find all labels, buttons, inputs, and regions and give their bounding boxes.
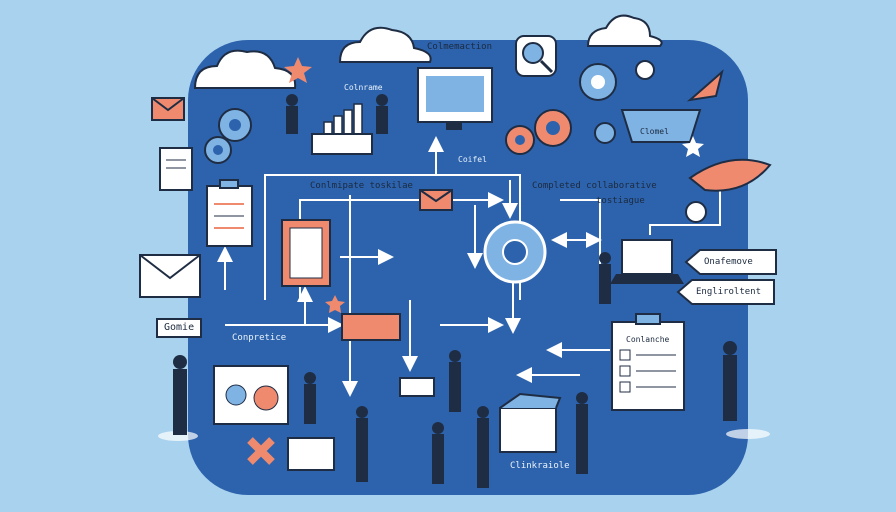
label-right-heading-line1: Completed collaborative xyxy=(532,181,657,191)
gear-icon xyxy=(483,220,547,284)
person-icon xyxy=(449,350,461,412)
label-top-left: Colnrame xyxy=(344,83,383,92)
magnifier-icon xyxy=(515,35,557,77)
person-icon xyxy=(304,372,316,424)
laptop-icon xyxy=(399,377,435,397)
person-icon xyxy=(286,94,298,134)
person-icon xyxy=(599,252,611,304)
clipboard-icon xyxy=(159,147,193,191)
label-right-heading-line2: tostiague xyxy=(596,196,645,206)
label-clipboard-right: Conlanche xyxy=(626,335,670,344)
clipboard-icon xyxy=(281,219,331,287)
tag-right-2: Engliroltent xyxy=(696,287,762,297)
star-icon xyxy=(284,57,312,83)
tag-right-1: Onafemove xyxy=(704,257,753,267)
gear-icon xyxy=(204,136,232,164)
pen-icon xyxy=(686,69,724,102)
label-center-small: Coifel xyxy=(458,155,487,164)
label-monitor-box: Clomel xyxy=(640,127,669,136)
tag-left: Gomie xyxy=(156,318,203,338)
gear-icon xyxy=(218,108,252,142)
person-icon xyxy=(173,355,187,435)
envelope-icon xyxy=(419,189,453,211)
star-icon xyxy=(325,295,345,313)
gear-icon xyxy=(635,60,655,80)
cloud-icon xyxy=(586,14,663,47)
person-icon xyxy=(376,94,388,134)
cloud-icon xyxy=(338,26,432,63)
cloud-icon xyxy=(193,49,297,89)
clipboard-icon xyxy=(206,179,253,247)
cloud-icon xyxy=(158,431,198,441)
person-icon xyxy=(432,422,444,484)
gear-icon xyxy=(594,122,616,144)
cloud-icon xyxy=(726,429,770,439)
star-icon xyxy=(682,136,704,157)
monitor-icon xyxy=(620,109,702,143)
process-block xyxy=(341,313,401,341)
desk xyxy=(311,133,373,155)
gear-icon xyxy=(534,109,572,147)
rocket-icon xyxy=(688,158,772,192)
box-icon xyxy=(499,392,562,453)
person-icon xyxy=(576,392,588,474)
clipboard-icon xyxy=(611,313,685,411)
gear-icon xyxy=(579,63,617,101)
label-left-heading: Conlmipate toskilae xyxy=(310,181,413,191)
gear-icon xyxy=(685,201,707,223)
monitor-icon xyxy=(417,67,493,130)
label-top-center: Colmemaction xyxy=(427,42,493,52)
arrow-icon xyxy=(676,279,775,305)
arrow-icon xyxy=(684,249,777,275)
label-bottom-center: Clinkraiole xyxy=(510,461,570,471)
envelope-icon xyxy=(151,97,185,121)
person-icon xyxy=(356,406,368,482)
envelope-icon xyxy=(139,254,201,298)
close-icon xyxy=(247,437,275,465)
label-left-mid: Conpretice xyxy=(232,333,287,343)
person-icon xyxy=(723,341,737,421)
gear-icon xyxy=(505,125,535,155)
person-icon xyxy=(477,406,489,488)
laptop-icon xyxy=(610,239,684,284)
